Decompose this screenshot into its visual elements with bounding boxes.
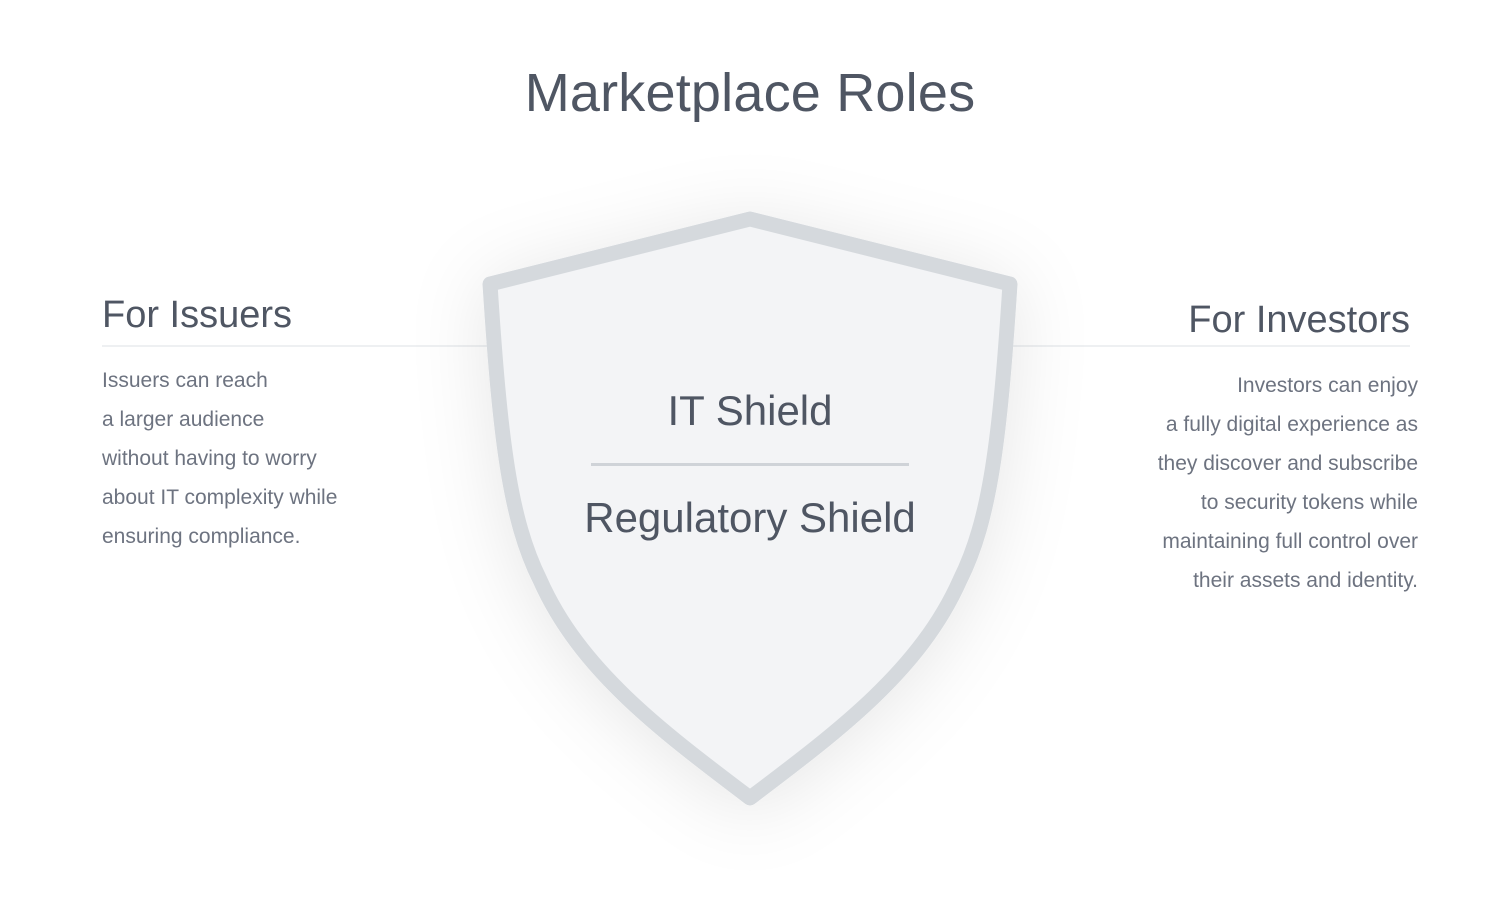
investors-divider bbox=[1010, 345, 1410, 347]
page-title: Marketplace Roles bbox=[524, 63, 976, 123]
investors-line: they discover and subscribe bbox=[1157, 452, 1418, 475]
investors-line: to security tokens while bbox=[1200, 491, 1418, 514]
issuers-line: Issuers can reach bbox=[102, 369, 268, 392]
issuers-line: about IT complexity while bbox=[102, 486, 338, 509]
investors-line: maintaining full control over bbox=[1162, 530, 1418, 553]
issuers-line: ensuring compliance. bbox=[102, 525, 301, 548]
investors-line: a fully digital experience as bbox=[1165, 413, 1418, 436]
issuers-heading: For Issuers bbox=[102, 294, 293, 336]
investors-line: Investors can enjoy bbox=[1237, 374, 1418, 397]
investors-description: Investors can enjoy a fully digital expe… bbox=[1158, 366, 1418, 600]
issuers-description: Issuers can reach a larger audience with… bbox=[102, 361, 337, 556]
issuers-line: a larger audience bbox=[102, 408, 265, 431]
regulatory-shield-label: Regulatory Shield bbox=[584, 494, 916, 541]
it-shield-label: IT Shield bbox=[667, 387, 833, 434]
issuers-divider bbox=[102, 345, 490, 347]
investors-line: their assets and identity. bbox=[1193, 569, 1418, 592]
shield-separator bbox=[591, 463, 909, 466]
issuers-line: without having to worry bbox=[102, 447, 317, 470]
shield-outline bbox=[482, 211, 1018, 806]
investors-heading: For Investors bbox=[1188, 299, 1410, 341]
